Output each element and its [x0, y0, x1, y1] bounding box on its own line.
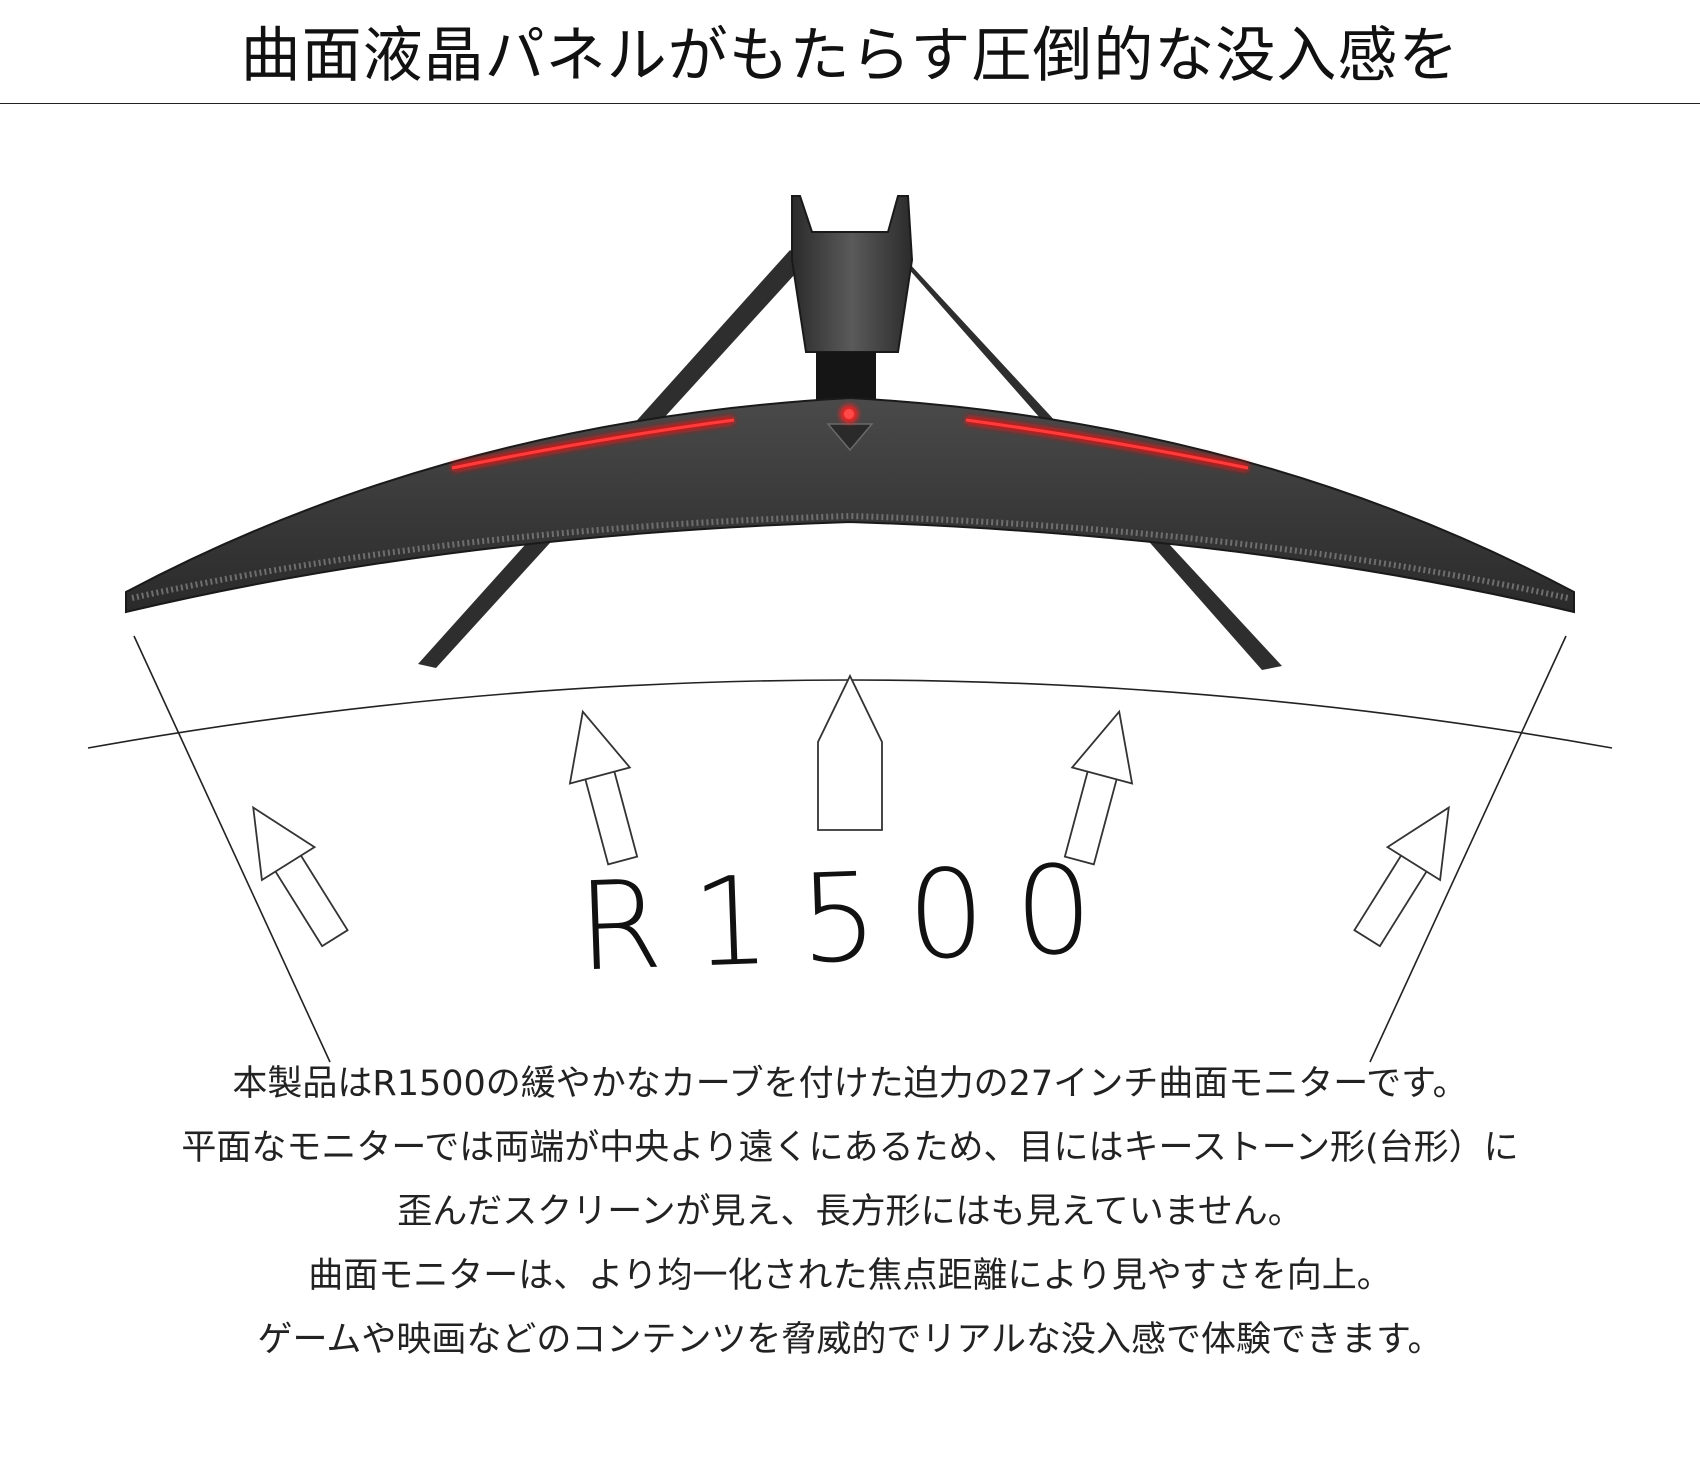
- description-line: 平面なモニターでは両端が中央より遠くにあるため、目にはキーストーン形(台形）に: [181, 1128, 1519, 1168]
- monitor-illustration: [87, 195, 1613, 1063]
- monitor-panel: [125, 396, 1575, 614]
- description-line: 本製品はR1500の緩やかなカーブを付けた迫力の27インチ曲面モニターです。: [232, 1064, 1468, 1104]
- arrow-outer-left: [273, 852, 349, 948]
- headline: 曲面液晶パネルがもたらす圧倒的な没入感を: [240, 21, 1460, 91]
- arrows: [252, 673, 1450, 948]
- description: 本製品はR1500の緩やかなカーブを付けた迫力の27インチ曲面モニターです。 平…: [0, 1052, 1700, 1372]
- description-line: ゲームや映画などのコンテンツを脅威的でリアルな没入感で体験できます。: [257, 1320, 1443, 1360]
- description-line: 歪んだスクリーンが見え、長方形にはも見えていません。: [397, 1192, 1303, 1232]
- view-line-right: [1369, 635, 1567, 1063]
- description-line: 曲面モニターは、より均一化された焦点距離により見やすさを向上。: [308, 1256, 1392, 1296]
- arrow-center-right-head: [1070, 709, 1134, 785]
- stand-neck: [791, 195, 914, 404]
- curved-monitor-figure: [0, 104, 1700, 1104]
- arrow-outer-right: [1353, 852, 1429, 948]
- arrow-center: [817, 673, 883, 831]
- center-notch: [826, 423, 874, 452]
- arrow-center-left-head: [568, 709, 632, 785]
- header: 曲面液晶パネルがもたらす圧倒的な没入感を: [0, 0, 1700, 104]
- radius-label: R1500: [575, 837, 1125, 999]
- view-line-left: [133, 635, 331, 1063]
- arrow-outer-left-head: [252, 805, 317, 882]
- arrow-outer-right-head: [1385, 805, 1450, 882]
- arrow-center-left: [583, 768, 639, 866]
